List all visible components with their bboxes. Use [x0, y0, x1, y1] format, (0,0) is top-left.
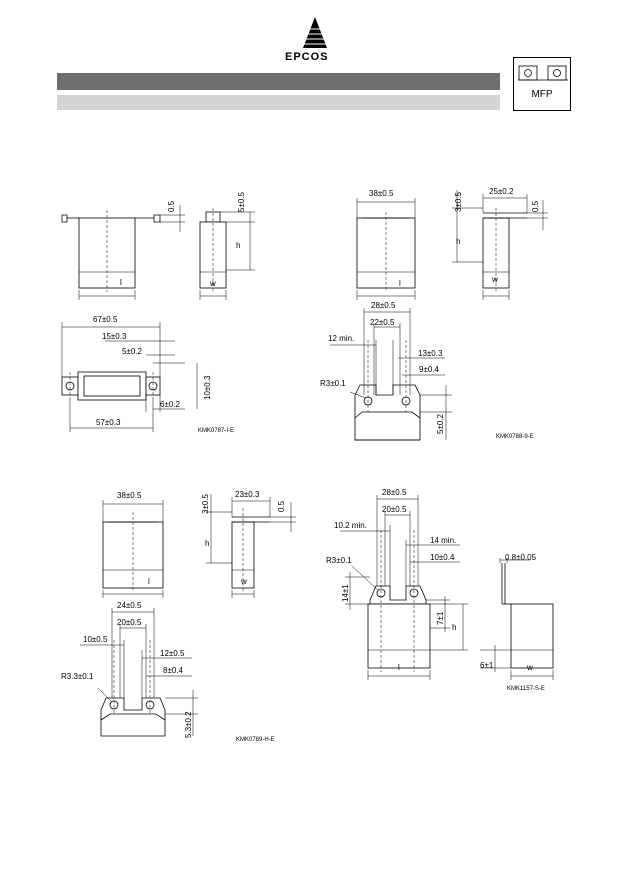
dim-38-b: 38±0.5: [117, 491, 142, 500]
dim-5-pm-0-2: 5±0.2: [122, 347, 143, 356]
dim-l-4: l: [398, 663, 400, 672]
header-bar-dark: [57, 73, 500, 90]
dim-0-5-a: 0.5: [167, 200, 176, 212]
dim-14-min: 14 min.: [430, 536, 456, 545]
dim-10-pm-0-4: 10±0.4: [430, 553, 455, 562]
dim-r3-3: R3.3±0.1: [61, 672, 94, 681]
dim-5-3: 5.3±0.2: [184, 711, 193, 738]
epcos-logo-icon: [302, 17, 328, 48]
dim-57: 57±0.3: [96, 418, 121, 427]
dim-8: 8±0.4: [163, 666, 184, 675]
dim-13: 13±0.3: [418, 349, 443, 358]
dim-28-a: 28±0.5: [371, 301, 396, 310]
dim-w-1: w: [209, 279, 216, 288]
dim-w-2: w: [491, 275, 498, 284]
dim-l-3: l: [148, 577, 150, 586]
dim-12-pm-0-5: 12±0.5: [160, 649, 185, 658]
dim-67: 67±0.5: [93, 315, 118, 324]
drawing-code-3: KMK0789-H-E: [236, 737, 275, 743]
dim-w-4: w: [526, 663, 533, 672]
dim-6: 6±0.2: [160, 400, 181, 409]
dim-6-pm-1: 6±1: [480, 661, 494, 670]
dim-0-5-c: 0.5: [277, 500, 286, 512]
dim-h-3: h: [205, 539, 209, 548]
dim-5-pm-0-5: 5±0.5: [237, 191, 246, 212]
brand-name: EPCOS: [285, 51, 329, 63]
dim-3-b: 3±0.5: [201, 493, 210, 514]
dim-28-b: 28±0.5: [382, 488, 407, 497]
dim-h-4: h: [452, 623, 456, 632]
dim-10-2-min: 10.2 min.: [334, 521, 367, 530]
dim-0-8: 0.8±0.05: [505, 553, 537, 562]
drawing-code-2: KMK0788-9-E: [496, 434, 534, 440]
series-badge: MFP: [513, 57, 571, 111]
capacitor-terminal-icon: [518, 65, 568, 81]
dim-25: 25±0.2: [489, 187, 514, 196]
dim-7-pm-1: 7±1: [436, 611, 445, 625]
dim-w-3: w: [240, 577, 247, 586]
dim-h-1: h: [236, 241, 240, 250]
dim-10-pm-0-5: 10±0.5: [83, 635, 108, 644]
dim-20-b: 20±0.5: [382, 505, 407, 514]
series-label: MFP: [531, 89, 553, 100]
dim-15: 15±0.3: [102, 332, 127, 341]
dim-r3-b: R3±0.1: [326, 556, 352, 565]
dim-23: 23±0.3: [235, 490, 260, 499]
dim-22: 22±0.5: [370, 318, 395, 327]
dim-h-2: h: [456, 237, 460, 246]
dim-l-1: l: [120, 278, 122, 287]
dim-5-pm-0-2-b: 5±0.2: [436, 413, 445, 434]
dim-14-pm-1: 14±1: [341, 584, 350, 602]
dim-3-a: 3±0.5: [454, 191, 463, 212]
dim-38-a: 38±0.5: [369, 189, 394, 198]
drawing-code-1: KMK0787-I-E: [198, 428, 234, 434]
dim-12-min: 12 min.: [328, 334, 354, 343]
dim-24: 24±0.5: [117, 601, 142, 610]
dim-20-a: 20±0.5: [117, 618, 142, 627]
dim-r3: R3±0.1: [320, 379, 346, 388]
dim-0-5-b: 0.5: [531, 200, 540, 212]
header-bar-light: [57, 95, 500, 110]
dim-10: 10±0.3: [203, 375, 212, 400]
dim-9: 9±0.4: [419, 365, 440, 374]
dim-l-2: l: [399, 279, 401, 288]
drawing-code-4: KMK1157-S-E: [507, 686, 545, 692]
